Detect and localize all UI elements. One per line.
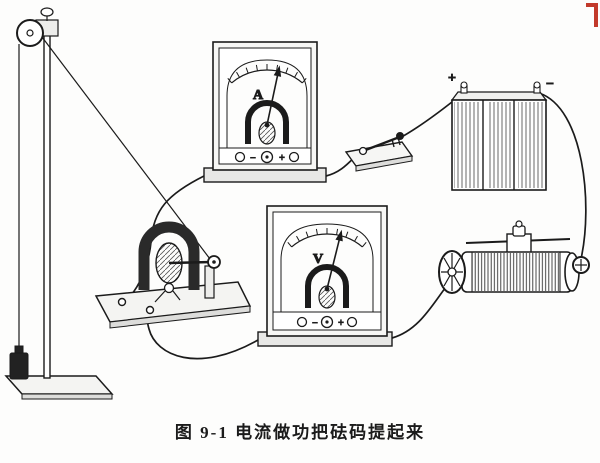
knife-switch	[344, 132, 414, 172]
figure-caption: 图 9-1 电流做功把砝码提起来	[175, 422, 425, 442]
red-corner-mark	[586, 3, 598, 27]
voltmeter-terminal-left	[296, 316, 308, 328]
voltmeter-terminal-right	[346, 316, 358, 328]
voltmeter-scale-ticks	[287, 228, 367, 248]
motor-terminal-right	[145, 305, 155, 315]
motor-bearing-post	[204, 265, 215, 299]
electric-motor	[94, 221, 252, 329]
wire-rheostat-to-voltmeter	[391, 282, 450, 339]
switch-hinge	[358, 146, 368, 156]
voltmeter-minus-sign: −	[312, 318, 318, 329]
ammeter-terminal-left	[234, 151, 246, 163]
ammeter-scale-ticks	[227, 64, 307, 84]
rheostat-right-wing-screw	[564, 252, 590, 292]
ammeter-scale-arc	[231, 69, 303, 84]
voltmeter-plus-sign: +	[338, 318, 344, 329]
battery-terminal-negative	[533, 81, 541, 94]
battery-pack: + −	[448, 71, 555, 191]
weight	[9, 345, 29, 380]
motor-commutator	[163, 282, 175, 294]
motor-stator	[138, 221, 200, 290]
drive-thread	[41, 36, 211, 260]
stand-base	[4, 375, 114, 400]
battery-minus-label: −	[546, 77, 554, 92]
voltmeter: V − +	[257, 205, 393, 347]
switch-knob	[396, 132, 404, 140]
pulley-wheel	[16, 19, 44, 47]
ammeter: A − +	[203, 41, 327, 183]
battery-plus-label: +	[448, 71, 456, 86]
ammeter-movement	[245, 100, 289, 145]
sliding-rheostat	[438, 220, 590, 294]
voltmeter-needle	[326, 229, 343, 290]
wire-battery-to-rheostat	[538, 92, 587, 260]
rheostat-left-wheel	[438, 250, 466, 294]
voltmeter-scale-arc	[291, 233, 363, 248]
battery-terminal-positive	[460, 81, 468, 94]
ammeter-plus-sign: +	[279, 153, 285, 164]
stand-rod	[43, 21, 51, 379]
motor-terminal-left	[117, 297, 127, 307]
ammeter-unit-label: A	[253, 88, 264, 103]
ammeter-minus-sign: −	[250, 153, 256, 164]
ammeter-terminal-right	[288, 151, 300, 163]
pulley-stand	[4, 7, 114, 400]
ammeter-needle	[266, 65, 282, 126]
motor-shaft	[168, 260, 213, 265]
voltmeter-movement	[305, 264, 349, 309]
switch-lever	[362, 136, 398, 153]
voltmeter-unit-label: V	[313, 252, 323, 267]
